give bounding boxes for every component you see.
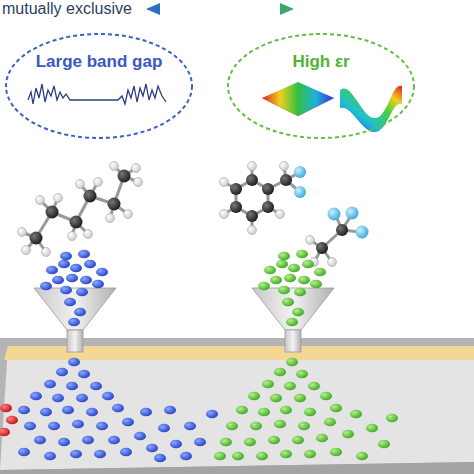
dashed-ellipse-outline	[4, 32, 194, 140]
annotation-label: mutually exclusive	[2, 0, 132, 18]
concept-title: High εr	[226, 52, 416, 72]
dashed-ellipse-outline	[226, 32, 416, 140]
concept-ellipse: Large band gap	[4, 32, 194, 140]
concept-ellipse: High εr	[226, 32, 416, 140]
concept-title: Large band gap	[4, 52, 194, 72]
